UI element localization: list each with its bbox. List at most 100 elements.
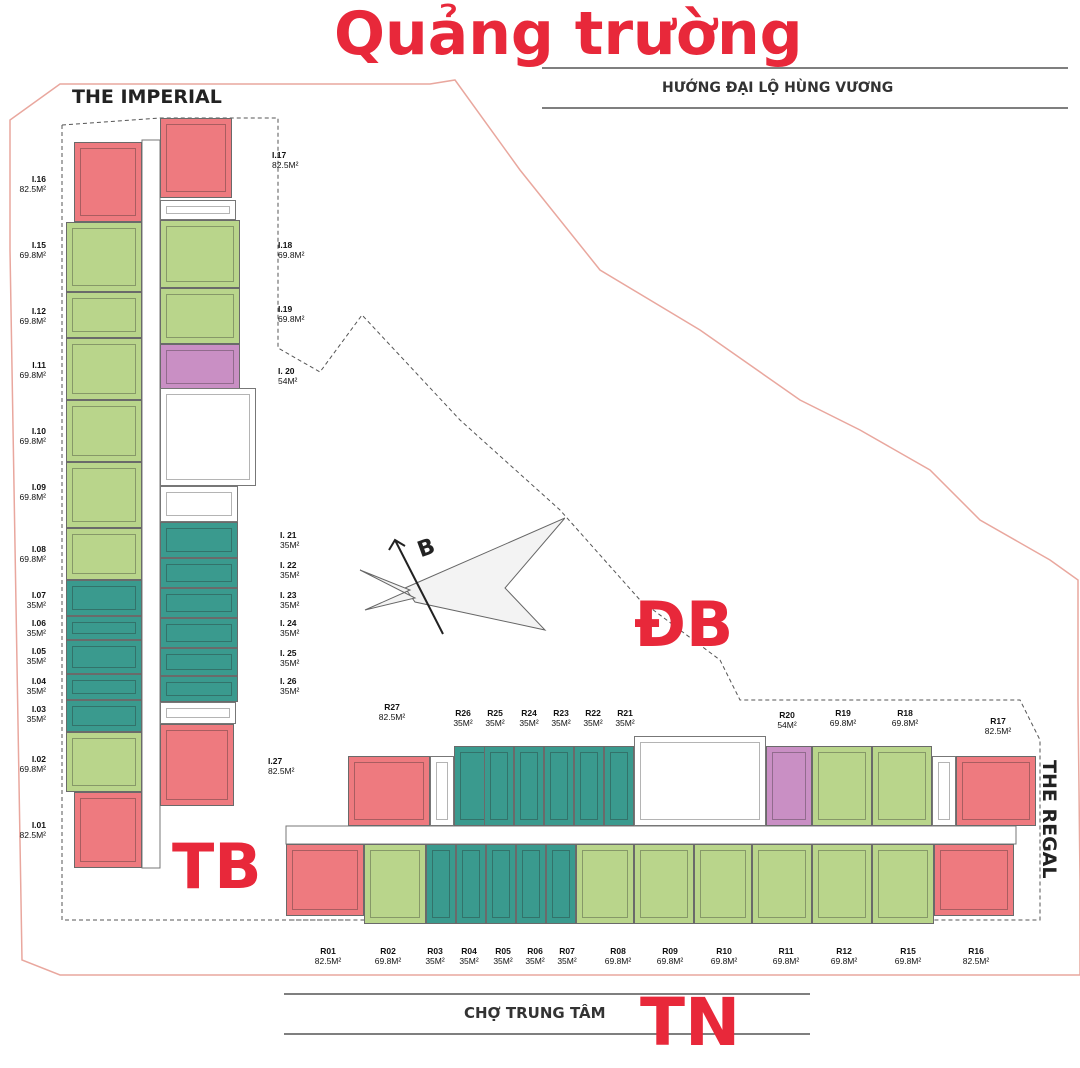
unit-area: 69.8M² <box>19 370 46 380</box>
unit-name: R17 <box>990 716 1006 726</box>
unit-area: 35M² <box>26 628 46 638</box>
unit-name: I. 24 <box>280 618 297 628</box>
unit-name: I.17 <box>272 150 287 160</box>
unit-r05 <box>486 844 516 924</box>
unit-area: 82.5M² <box>19 830 46 840</box>
unit-area: 82.5M² <box>272 160 299 170</box>
site-boundary <box>9 79 1080 976</box>
unit-area: 82.5M² <box>314 956 342 966</box>
unit-name: R11 <box>778 946 794 956</box>
unit-r11 <box>752 844 812 924</box>
unit-area: 82.5M² <box>984 726 1012 736</box>
direction-db: ĐB <box>634 588 734 661</box>
unit-name: I.19 <box>278 304 293 314</box>
unit-i24 <box>160 618 238 648</box>
page-title: Quảng trường <box>334 0 803 69</box>
unit-r07 <box>546 844 576 924</box>
unit-i23 <box>160 588 238 618</box>
unit-area: 69.8M² <box>19 316 46 326</box>
compass-rose-icon <box>359 517 565 635</box>
unit-name: R12 <box>836 946 852 956</box>
unit-r19 <box>812 746 872 826</box>
unit-area: 35M² <box>26 656 46 666</box>
unit-area: 35M² <box>280 686 300 696</box>
unit-i17 <box>160 118 232 198</box>
unit-i22 <box>160 558 238 588</box>
unit-name: R01 <box>320 946 336 956</box>
unit-area: 35M² <box>425 956 445 966</box>
unit-area: 35M² <box>453 718 473 728</box>
unit-name: R10 <box>716 946 732 956</box>
unit-area: 69.8M² <box>891 718 919 728</box>
unit-area: 35M² <box>551 718 571 728</box>
unit-area: 35M² <box>519 718 539 728</box>
imperial-stair-bottom <box>160 702 236 724</box>
unit-area: 69.8M² <box>894 956 922 966</box>
unit-i07 <box>66 580 142 616</box>
unit-name: I. 25 <box>280 648 297 658</box>
unit-name: R16 <box>968 946 984 956</box>
unit-name: R27 <box>384 702 400 712</box>
unit-r10 <box>694 844 752 924</box>
unit-area: 69.8M² <box>19 492 46 502</box>
unit-area: 35M² <box>280 628 300 638</box>
regal-title: THE REGAL <box>1038 760 1060 879</box>
unit-name: I.18 <box>278 240 293 250</box>
unit-r27 <box>348 756 430 826</box>
unit-area: 82.5M² <box>19 184 46 194</box>
unit-area: 35M² <box>615 718 635 728</box>
unit-name: R05 <box>495 946 511 956</box>
unit-area: 69.8M² <box>19 764 46 774</box>
regal-stair-right <box>932 756 956 826</box>
unit-r20 <box>766 746 812 826</box>
direction-tb: TB <box>172 830 262 903</box>
unit-i10 <box>66 400 142 462</box>
unit-r12 <box>812 844 872 924</box>
unit-i26 <box>160 676 238 702</box>
unit-name: I.07 <box>31 590 46 600</box>
unit-i15 <box>66 222 142 292</box>
unit-name: R15 <box>900 946 916 956</box>
unit-area: 69.8M² <box>710 956 738 966</box>
unit-area: 69.8M² <box>374 956 402 966</box>
unit-i09 <box>66 462 142 528</box>
unit-r21 <box>604 746 634 826</box>
unit-area: 35M² <box>280 570 300 580</box>
unit-area: 69.8M² <box>656 956 684 966</box>
unit-area: 69.8M² <box>19 436 46 446</box>
unit-r17 <box>956 756 1036 826</box>
unit-name: I.08 <box>31 544 46 554</box>
unit-r24 <box>514 746 544 826</box>
unit-name: I.15 <box>31 240 46 250</box>
unit-name: R09 <box>662 946 678 956</box>
unit-r09 <box>634 844 694 924</box>
unit-name: I. 23 <box>280 590 297 600</box>
unit-name: I.04 <box>31 676 46 686</box>
unit-area: 69.8M² <box>772 956 800 966</box>
unit-name: R21 <box>617 708 633 718</box>
unit-area: 69.8M² <box>278 250 305 260</box>
unit-i12 <box>66 292 142 338</box>
